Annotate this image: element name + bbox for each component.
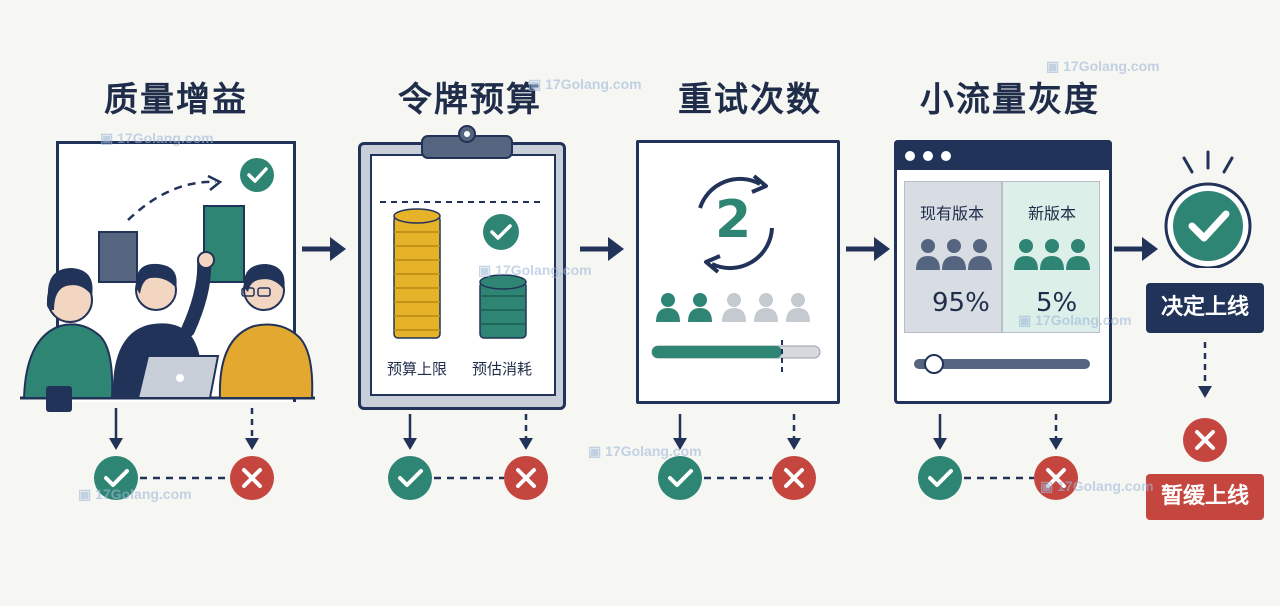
quality-pass-fail xyxy=(94,408,274,500)
budget-pass-fail xyxy=(388,414,548,500)
watermark-text: 17Golang.com xyxy=(95,486,192,502)
watermark-text: 17Golang.com xyxy=(605,443,702,459)
flow-arrow-2 xyxy=(580,237,624,261)
watermark-logo-icon: ▣ 17Golang.com xyxy=(100,130,214,146)
watermark-text: 17Golang.com xyxy=(117,130,214,146)
retry-count-panel xyxy=(636,140,840,404)
retry-pass-fail xyxy=(658,414,816,500)
flow-arrow-1 xyxy=(302,237,346,261)
flow-arrow-3 xyxy=(846,237,890,261)
budget-coins-illustration xyxy=(380,201,542,339)
watermark-text: 17Golang.com xyxy=(1057,478,1154,494)
new-version-label: 新版本 xyxy=(1028,204,1077,223)
window-controls-icon xyxy=(905,151,951,161)
watermark-logo-icon: ▣ 17Golang.com xyxy=(1018,312,1132,328)
retry-cycle-icon xyxy=(698,174,774,274)
title-retry-count: 重试次数 xyxy=(678,80,822,120)
current-version-label: 现有版本 xyxy=(920,204,985,223)
watermark-logo-icon: ▣ 17Golang.com xyxy=(78,486,192,502)
watermark-text: 17Golang.com xyxy=(1063,58,1160,74)
watermark-logo-icon: ▣ 17Golang.com xyxy=(588,443,702,459)
clipboard-clip-icon xyxy=(421,125,513,159)
within-budget-check-icon xyxy=(483,214,519,250)
approved-check-icon xyxy=(1164,150,1252,268)
new-traffic-percent: 5% xyxy=(1036,288,1078,318)
budget-estimate-label: 预估消耗 xyxy=(472,360,533,378)
traffic-slider[interactable] xyxy=(910,352,1094,376)
gain-check-icon xyxy=(240,158,274,192)
quality-gain-illustration xyxy=(20,158,315,412)
flow-arrow-4 xyxy=(1114,237,1158,261)
retry-count-value: 2 xyxy=(715,190,752,250)
canary-pass-fail xyxy=(918,414,1078,500)
watermark-text: 17Golang.com xyxy=(1035,312,1132,328)
hold-launch-button[interactable]: 暂缓上线 xyxy=(1146,474,1264,520)
watermark-text: 17Golang.com xyxy=(495,262,592,278)
title-token-budget: 令牌预算 xyxy=(398,80,542,120)
budget-limit-label: 预算上限 xyxy=(387,360,448,378)
current-users-icon xyxy=(916,239,992,270)
go-live-button[interactable]: 决定上线 xyxy=(1146,283,1264,333)
retry-progress-bar xyxy=(651,340,821,374)
watermark-logo-icon: ▣ 17Golang.com xyxy=(528,76,642,92)
retry-attempt-people xyxy=(656,293,810,322)
current-traffic-percent: 95% xyxy=(932,288,990,318)
new-users-icon xyxy=(1014,239,1090,270)
title-quality-gain: 质量增益 xyxy=(104,80,248,120)
watermark-text: 17Golang.com xyxy=(545,76,642,92)
watermark-logo-icon: ▣ 17Golang.com xyxy=(1040,478,1154,494)
before-bar xyxy=(98,231,138,283)
watermark-logo-icon: ▣ 17Golang.com xyxy=(1046,58,1160,74)
decision-flow-down xyxy=(1183,342,1227,462)
traffic-slider-handle xyxy=(924,354,944,374)
title-canary: 小流量灰度 xyxy=(920,80,1100,120)
watermark-logo-icon: ▣ 17Golang.com xyxy=(478,262,592,278)
